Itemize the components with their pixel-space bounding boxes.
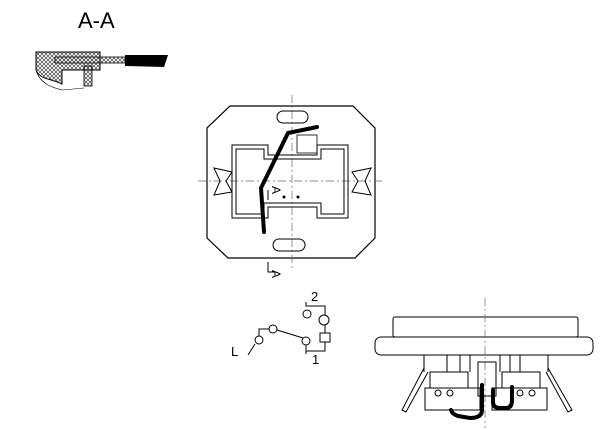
section-mark-bottom: A — [269, 270, 283, 278]
line-label: L — [231, 344, 238, 359]
terminal-2-label: 2 — [311, 289, 318, 304]
lamp-symbol — [318, 314, 330, 326]
inner-frame-outer — [231, 144, 349, 219]
cover — [392, 316, 579, 338]
contact-block — [477, 361, 497, 397]
resistor-symbol — [319, 332, 331, 343]
section-mark-top: A — [269, 186, 283, 194]
hatched-cable — [54, 56, 126, 64]
frame-flange — [374, 336, 594, 356]
terminal-1-label: 1 — [312, 352, 319, 367]
cable-end — [125, 55, 168, 67]
bottom-slot — [272, 238, 306, 252]
terminal-contact — [302, 309, 312, 319]
top-slot — [276, 110, 309, 124]
wire — [259, 125, 319, 234]
section-title: A-A — [78, 8, 115, 33]
hatched-post — [83, 65, 93, 87]
inner-frame-inner — [235, 148, 345, 215]
wiring-schematic: 2 1 L — [231, 289, 331, 367]
section-a-a: A-A — [35, 8, 168, 91]
right-clip — [351, 167, 372, 196]
wire-left — [449, 383, 484, 421]
front-view: A A — [198, 95, 382, 278]
left-clip — [213, 167, 233, 196]
side-view — [374, 298, 594, 428]
mounting-plate — [206, 105, 376, 259]
wire-right — [491, 385, 514, 410]
